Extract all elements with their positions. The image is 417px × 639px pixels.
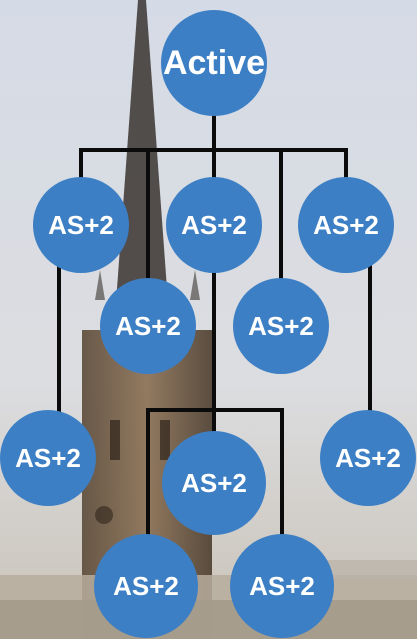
- node-l3b-circle: [230, 534, 334, 638]
- node-l1a-label: AS+2: [48, 210, 114, 240]
- node-root-circle: [161, 10, 267, 116]
- node-l1b-circle: [166, 177, 262, 273]
- connector-lines: [57, 103, 372, 547]
- node-root: Active: [161, 10, 267, 116]
- node-l2c-label: AS+2: [335, 443, 401, 473]
- node-l1b-label: AS+2: [181, 210, 247, 240]
- node-l1c-circle: [298, 177, 394, 273]
- node-l1e-circle: [233, 278, 329, 374]
- node-l1e: AS+2: [233, 278, 329, 374]
- node-l1a: AS+2: [33, 177, 129, 273]
- node-l1b: AS+2: [166, 177, 262, 273]
- node-l2b: AS+2: [162, 431, 266, 535]
- node-l2a: AS+2: [0, 410, 96, 506]
- node-l3a-label: AS+2: [113, 571, 179, 601]
- node-l2a-circle: [0, 410, 96, 506]
- node-l3a: AS+2: [94, 534, 198, 638]
- node-l3a-circle: [94, 534, 198, 638]
- node-l1d-label: AS+2: [115, 311, 181, 341]
- node-root-label: Active: [163, 44, 265, 82]
- node-l1d: AS+2: [100, 278, 196, 374]
- node-l1c-label: AS+2: [313, 210, 379, 240]
- node-l2a-label: AS+2: [15, 443, 81, 473]
- node-l2c: AS+2: [320, 410, 416, 506]
- node-l2b-circle: [162, 431, 266, 535]
- node-l1a-circle: [33, 177, 129, 273]
- node-l2c-circle: [320, 410, 416, 506]
- node-l3b-label: AS+2: [249, 571, 315, 601]
- node-l3b: AS+2: [230, 534, 334, 638]
- node-l1e-label: AS+2: [248, 311, 314, 341]
- node-l2b-label: AS+2: [181, 468, 247, 498]
- node-l1c: AS+2: [298, 177, 394, 273]
- node-l1d-circle: [100, 278, 196, 374]
- church-spire: [114, 0, 170, 330]
